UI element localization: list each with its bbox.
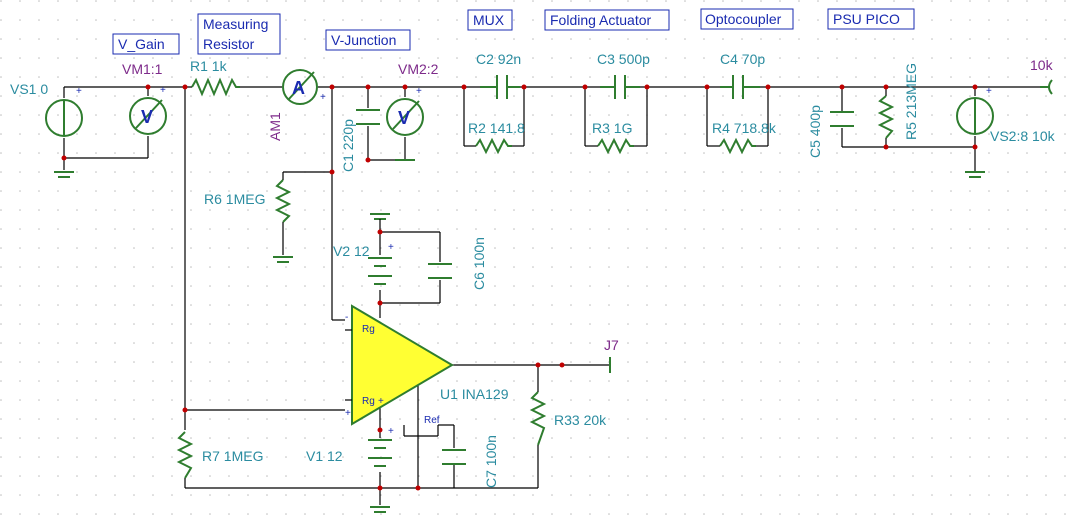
tag-psu-pico-text: PSU PICO (833, 11, 900, 27)
r4-label: R4 718.8k (712, 120, 777, 136)
r3-resistor[interactable] (597, 137, 634, 155)
u1-rg-bottom-pin: Rg (362, 396, 375, 407)
tag-v-gain-text: V_Gain (118, 36, 165, 52)
v1-battery[interactable]: + (368, 426, 394, 467)
vm1-plus: + (160, 85, 166, 96)
am1-label: AM1 (267, 112, 283, 141)
vs2-plus: + (986, 86, 992, 97)
u1-plus-input: + (345, 408, 351, 419)
u1-ref-pin: Ref (424, 415, 440, 426)
tag-mux[interactable]: MUX (467, 9, 513, 31)
v1-plus: + (388, 426, 394, 437)
r7-label: R7 1MEG (202, 448, 263, 464)
tag-measuring-resistor[interactable]: Measuring Resistor (197, 13, 281, 55)
output-terminal-10k[interactable] (1040, 79, 1053, 95)
r1-label: R1 1k (190, 58, 228, 74)
j7-label: J7 (604, 337, 619, 353)
c4-label: C4 70p (720, 51, 765, 67)
c3-capacitor[interactable] (600, 75, 640, 99)
ground-vs2 (965, 171, 985, 178)
vs1-source[interactable]: + (45, 86, 83, 137)
r2-resistor[interactable] (475, 137, 512, 155)
vm2-plus: + (416, 86, 422, 97)
c1-label: C1 220p (340, 119, 356, 172)
ground-bottom (370, 506, 390, 513)
v2-plus: + (388, 242, 394, 253)
v2-label: V2 12 (333, 243, 370, 259)
r1-resistor[interactable] (191, 77, 240, 97)
u1-label: U1 INA129 (440, 386, 509, 402)
v2-battery[interactable]: + (368, 242, 394, 285)
c5-label: C5 400p (807, 105, 823, 158)
r33-label: R33 20k (554, 412, 607, 428)
c2-capacitor[interactable] (480, 75, 520, 99)
tag-psu-pico[interactable]: PSU PICO (827, 8, 915, 30)
tag-optocoupler[interactable]: Optocoupler (700, 8, 794, 30)
c1-capacitor[interactable] (356, 109, 380, 125)
c6-capacitor[interactable] (428, 263, 452, 279)
tag-optocoupler-text: Optocoupler (705, 11, 782, 27)
tag-folding-actuator-text: Folding Actuator (550, 12, 652, 28)
vm2-voltmeter[interactable]: V + (386, 86, 424, 136)
c5-capacitor[interactable] (830, 111, 854, 127)
tag-measuring-resistor-line2: Resistor (203, 36, 255, 52)
vm2-label: VM2:2 (398, 61, 439, 77)
ground-v2 (370, 213, 390, 222)
junction-nodes (61, 84, 978, 491)
c3-label: C3 500p (597, 51, 650, 67)
ground-vs1 (54, 171, 74, 178)
tag-mux-text: MUX (473, 12, 505, 28)
c2-label: C2 92n (476, 51, 521, 67)
output-10k-label: 10k (1030, 57, 1054, 73)
am1-ammeter[interactable]: A + (282, 69, 326, 105)
u1-ina129-amplifier[interactable]: Rg Rg + Ref - + (345, 304, 454, 426)
vs2-label: VS2:8 10k (990, 128, 1056, 144)
r6-label: R6 1MEG (204, 191, 265, 207)
ground-r6 (273, 256, 293, 263)
wires (63, 86, 1040, 505)
vs2-source[interactable]: + (956, 86, 994, 135)
r5-resistor[interactable] (877, 95, 895, 139)
r6-resistor[interactable] (274, 179, 292, 223)
r3-label: R3 1G (592, 120, 632, 136)
tag-v-junction-text: V-Junction (331, 32, 396, 48)
tag-measuring-resistor-line1: Measuring (203, 16, 268, 32)
tag-folding-actuator[interactable]: Folding Actuator (544, 9, 670, 31)
c7-label: C7 100n (483, 435, 499, 488)
v1-label: V1 12 (306, 448, 343, 464)
vs1-plus: + (76, 86, 82, 97)
vs1-label: VS1 0 (10, 81, 48, 97)
c4-capacitor[interactable] (720, 75, 760, 99)
u1-rg-top-pin: Rg (362, 324, 375, 335)
vm1-voltmeter[interactable]: V + (129, 85, 167, 135)
u1-minus-input: - (345, 312, 348, 323)
c6-label: C6 100n (471, 237, 487, 290)
u1-rg-plus-mark: + (378, 396, 384, 407)
r33-resistor[interactable] (529, 391, 547, 446)
tag-v-gain[interactable]: V_Gain (112, 33, 180, 55)
vm1-symbol: V (141, 107, 153, 127)
vm1-label: VM1:1 (122, 61, 163, 77)
am1-symbol: A (292, 78, 305, 98)
r4-resistor[interactable] (719, 137, 756, 155)
r5-label: R5 213MEG (903, 63, 919, 140)
am1-plus: + (320, 92, 326, 103)
vm2-symbol: V (398, 108, 410, 128)
c7-capacitor[interactable] (442, 449, 466, 465)
tag-v-junction[interactable]: V-Junction (325, 29, 411, 51)
r2-label: R2 141.8 (468, 120, 525, 136)
r7-resistor[interactable] (176, 431, 194, 479)
